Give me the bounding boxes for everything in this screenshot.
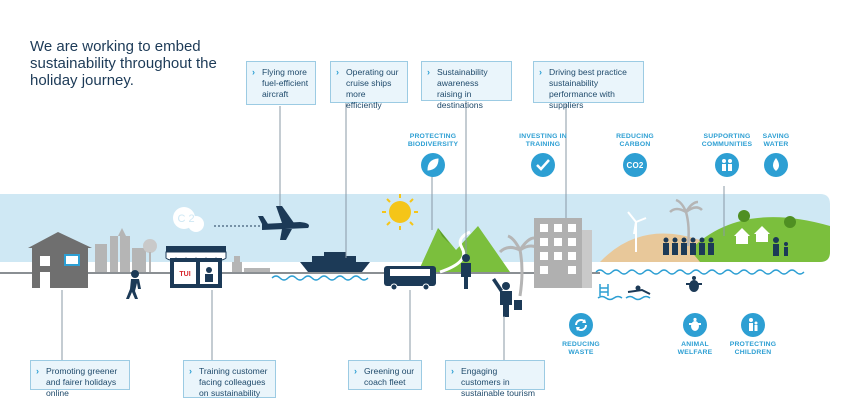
co2-cloud-icon: C 2: [173, 207, 204, 232]
chevron-right-icon: ›: [354, 366, 357, 376]
callout-suppliers: › Driving best practice sustainability p…: [533, 61, 644, 110]
airport-icon: [232, 256, 270, 272]
chevron-right-icon: ›: [36, 366, 39, 376]
category-label: ANIMAL WELFARE: [677, 341, 713, 356]
callout-text: Operating our cruise ships more efficien…: [346, 67, 399, 110]
category-biodiversity: PROTECTING BIODIVERSITY: [402, 133, 464, 178]
category-label: SAVING WATER: [762, 133, 790, 148]
callout-text: Engaging customers in sustainable touris…: [461, 366, 536, 398]
palm-tree-icon: [498, 234, 542, 297]
callout-cruise: › Operating our cruise ships more effici…: [330, 61, 408, 110]
chevron-right-icon: ›: [336, 67, 339, 77]
shop-sign-text: TUI: [179, 271, 190, 278]
category-label: REDUCING CARBON: [616, 133, 654, 148]
chevron-right-icon: ›: [539, 67, 542, 77]
callout-coach: › Greening our coach fleet: [348, 360, 422, 390]
child-icon: [741, 313, 765, 337]
category-communities: SUPPORTING COMMUNITIES: [694, 133, 760, 178]
connector-lines: [61, 100, 725, 360]
leaf-icon: [421, 153, 445, 177]
chevron-right-icon: ›: [189, 366, 192, 376]
family-icon: [773, 237, 788, 256]
callout-awareness: › Sustainability awareness raising in de…: [421, 61, 512, 110]
turtle-icon: [683, 313, 707, 337]
chevron-right-icon: ›: [252, 67, 255, 77]
travel-shop-icon: TUI: [165, 246, 227, 288]
callout-text: Flying more fuel-efficient aircraft: [262, 67, 309, 99]
waving-tourist-icon: [492, 278, 522, 317]
waves: [271, 269, 805, 281]
category-carbon: REDUCING CARBON CO2: [604, 133, 666, 178]
category-label: INVESTING IN TRAINING: [519, 133, 567, 148]
people-icon: [715, 153, 739, 177]
ground-line: [0, 272, 600, 274]
category-animal-welfare: ANIMAL WELFARE: [668, 312, 722, 357]
category-label: SUPPORTING COMMUNITIES: [701, 133, 753, 148]
airplane-icon: [258, 206, 309, 240]
callout-text: Driving best practice sustainability per…: [549, 67, 627, 110]
co2-icon: CO2: [623, 153, 647, 177]
svg-text:CO2: CO2: [626, 161, 643, 170]
walking-person-icon: [126, 270, 141, 299]
wind-turbine-icon: [627, 211, 647, 252]
mountains: [418, 226, 510, 274]
swimming-pool-icon: [597, 284, 623, 301]
recycle-icon: [569, 313, 593, 337]
chevron-right-icon: ›: [451, 366, 454, 376]
category-label: PROTECTING BIODIVERSITY: [407, 133, 459, 148]
callout-text: Promoting greener and fairer holidays on…: [46, 366, 118, 398]
category-label: REDUCING WASTE: [562, 341, 600, 356]
swimmer-icon: [625, 285, 651, 301]
town-skyline: [95, 228, 157, 272]
category-waste: REDUCING WASTE: [554, 312, 608, 357]
checkmark-icon: [531, 153, 555, 177]
hotel-icon: [534, 218, 592, 288]
cruise-ship-icon: [300, 252, 370, 272]
callout-engaging: › Engaging customers in sustainable tour…: [445, 360, 545, 398]
sun-icon: [382, 194, 418, 230]
island-palm-icon: [669, 198, 703, 247]
turtle-icon: [686, 276, 702, 292]
water-drop-icon: [764, 153, 788, 177]
category-training: INVESTING IN TRAINING: [512, 133, 574, 178]
callout-online: › Promoting greener and fairer holidays …: [30, 360, 130, 398]
callout-text: Training customer facing colleagues on s…: [199, 366, 268, 398]
callout-text: Greening our coach fleet: [364, 366, 415, 387]
community-group-icon: [663, 237, 714, 255]
home-icon: [28, 232, 92, 288]
chevron-right-icon: ›: [427, 67, 430, 77]
callout-text: Sustainability awareness raising in dest…: [437, 67, 488, 110]
standing-person-icon: [461, 254, 471, 289]
cloud-text: C 2: [177, 213, 194, 225]
callout-training: › Training customer facing colleagues on…: [183, 360, 276, 398]
category-water: SAVING WATER: [756, 133, 796, 178]
category-label: PROTECTING CHILDREN: [729, 341, 777, 356]
callout-flying: › Flying more fuel-efficient aircraft: [246, 61, 316, 105]
page-title: We are working to embed sustainability t…: [30, 38, 217, 89]
category-children: PROTECTING CHILDREN: [726, 312, 780, 357]
coach-icon: [384, 266, 436, 291]
village-houses: [734, 210, 796, 244]
